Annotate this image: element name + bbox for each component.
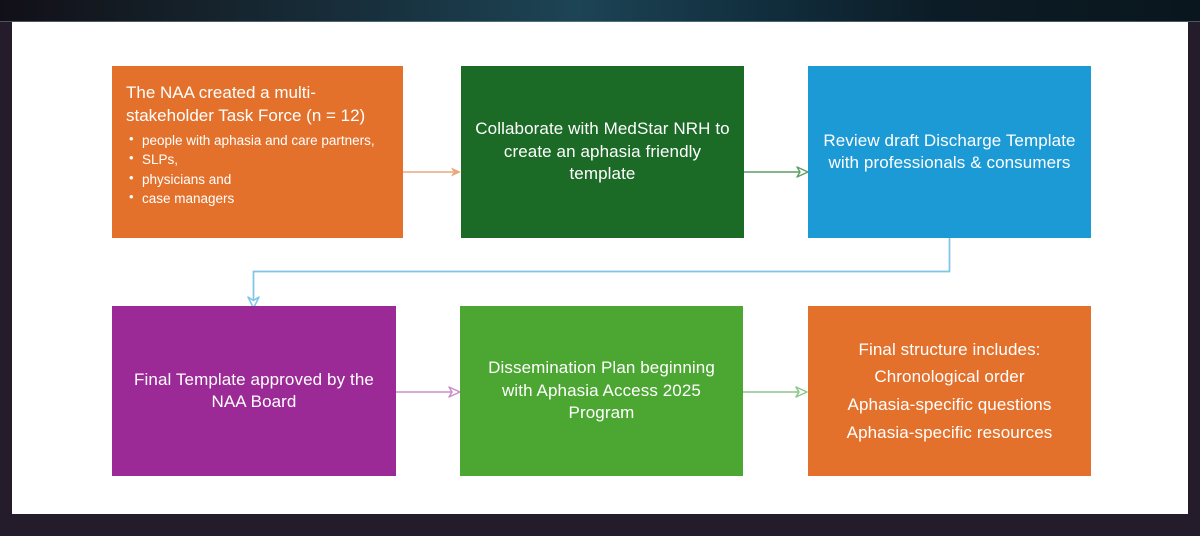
flow-node-collaborate-label: Collaborate with MedStar NRH to create a…: [475, 119, 730, 184]
flow-node-task-force[interactable]: The NAA created a multi-stakeholder Task…: [112, 66, 403, 238]
flow-node-final-template-approved[interactable]: Final Template approved by the NAA Board: [112, 306, 396, 476]
flow-node-dissemination-plan-label: Dissemination Plan beginning with Aphasi…: [488, 358, 715, 423]
flow-node-final-template-approved-label: Final Template approved by the NAA Board: [134, 369, 374, 411]
flow-node-dissemination-plan[interactable]: Dissemination Plan beginning with Aphasi…: [460, 306, 743, 476]
flow-node-final-structure-label: Final structure includes: Chronological …: [846, 339, 1053, 442]
list-item: case managers: [129, 188, 393, 208]
connector-taskforce-to-collaborate: [403, 162, 463, 182]
flow-node-task-force-bullets: people with aphasia and care partners, S…: [112, 130, 403, 208]
flow-node-review-draft[interactable]: Review draft Discharge Template with pro…: [808, 66, 1091, 238]
list-item: SLPs,: [129, 149, 393, 169]
slide-canvas: The NAA created a multi-stakeholder Task…: [12, 22, 1188, 514]
window-title-bar: [0, 0, 1200, 22]
flow-node-collaborate[interactable]: Collaborate with MedStar NRH to create a…: [461, 66, 744, 238]
list-item: people with aphasia and care partners,: [129, 130, 393, 150]
connector-dissemination-to-final: [743, 382, 809, 402]
connector-collaborate-to-review: [744, 162, 810, 182]
connector-approved-to-dissemination: [396, 382, 462, 402]
list-item: physicians and: [129, 169, 393, 189]
flow-node-final-structure[interactable]: Final structure includes: Chronological …: [808, 306, 1091, 476]
flow-node-review-draft-label: Review draft Discharge Template with pro…: [823, 130, 1076, 172]
flow-node-task-force-heading: The NAA created a multi-stakeholder Task…: [126, 83, 366, 125]
connector-review-to-approved: [142, 238, 962, 310]
